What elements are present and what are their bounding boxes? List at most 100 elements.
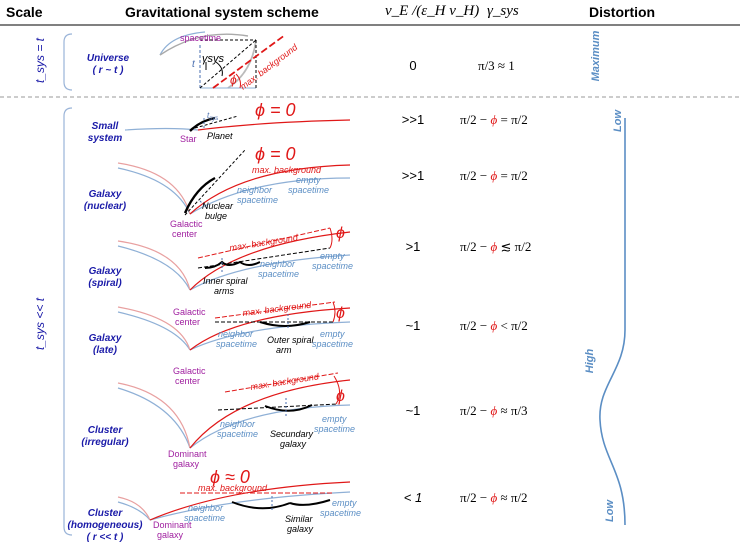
line1: Cluster [87,425,123,436]
gamma-cluster-homogeneous: π/2 − ϕ ≈ π/2 [460,490,528,506]
black-dash [217,403,339,411]
scheme-cluster-irregular: ϕ max. background neighbor spacetime emp… [117,371,355,469]
distortion-high: High [584,348,596,374]
line2: ( r ~ t ) [92,65,124,76]
gamma-pre: π/2 − [460,403,491,418]
bracket-label-bottom: t_sys << t [33,297,47,350]
right-blue [149,491,351,521]
bracket-bottom [63,107,73,536]
bracket-top [63,33,73,91]
left-blue [117,501,151,521]
row-label-galaxy-nuclear: Galaxy (nuclear) [75,189,135,213]
ratio-small-system: >>1 [401,112,425,127]
label-t: t [192,59,196,70]
label-neighbor-2: spacetime [258,269,299,279]
left-blue [117,245,191,291]
gamma-galaxy-nuclear: π/2 − ϕ = π/2 [460,168,528,184]
label-max-background: max. background [229,232,300,253]
phi-arc [333,375,340,405]
line1: Small [91,121,119,132]
label-spacetime: spacetime [180,33,221,43]
gamma-phi: ϕ [490,168,498,183]
line2: system [87,133,123,144]
row-label-small-system: Small system [75,121,135,145]
left-blue [117,387,191,449]
label-empty-1: empty [320,329,345,339]
label-neighbor-1: neighbor [220,419,256,429]
line3: ( r << t ) [86,532,124,543]
line1: Cluster [87,508,123,519]
label-arm-1: Outer spiral [267,335,315,345]
ratio-galaxy-nuclear: >>1 [401,168,425,183]
label-neighbor-1: neighbor [188,503,224,513]
gamma-pre: π/2 − [460,318,491,333]
gamma-post: ≈ π/3 [497,403,528,418]
similar-arc-2 [289,499,331,506]
label-bulge-2: bulge [205,211,227,221]
label-phi-eq-0: ϕ = 0 [255,144,296,164]
label-dom-1: Dominant [153,520,192,530]
left-red [117,496,151,521]
similar-arc [231,501,291,510]
line1: Universe [86,53,130,64]
label-empty-2: spacetime [320,508,361,518]
ratio-cluster-homogeneous: < 1 [403,490,423,505]
label-arms-2: arms [214,286,234,296]
right-blue [189,321,351,351]
left-red [117,382,191,449]
header-scheme: Gravitational system scheme [125,4,319,20]
line1: Galaxy [88,266,122,277]
label-empty-2: spacetime [312,261,353,271]
label-phi-eq-0: ϕ = 0 [255,100,296,120]
header-distortion: Distortion [589,4,656,20]
label-sim-2: galaxy [287,524,314,534]
ratio-universe: 0 [409,58,417,73]
gamma-phi: ϕ [490,112,498,127]
gamma-pre: π/3 ≈ 1 [478,58,515,73]
gamma-post: < π/2 [497,318,528,333]
line1: Galaxy [88,333,122,344]
header-ratio: v_E /(ε_H v_H) [385,3,480,19]
scheme-universe: spacetime γsys t ϕ max. background [159,31,300,92]
label-center-2: center [172,229,197,239]
label-empty-2: spacetime [288,185,329,195]
label-center-2: center [175,376,200,386]
right-blue [189,404,351,449]
distortion-maximum: Maximum [590,30,602,82]
phi-arc [329,227,333,249]
gamma-phi: ϕ [490,490,498,505]
right-red [149,481,351,521]
gamma-pre: π/2 − [460,168,491,183]
ratio-galaxy-spiral: >1 [405,239,421,254]
row-label-cluster-homogeneous: Cluster (homogeneous) ( r << t ) [60,508,150,544]
right-blue [189,254,351,291]
ratio-cluster-irregular: ~1 [405,403,421,418]
ratio-galaxy-late: ~1 [405,318,421,333]
right-blue [189,177,351,215]
header-gamma: γ_sys [487,3,519,19]
label-center-1: Galactic [170,219,203,229]
line2: (homogeneous) [67,520,143,531]
label-phi: ϕ [230,73,237,87]
distortion-curve [599,118,626,526]
label-center-2: center [175,317,200,327]
line2: (nuclear) [83,201,127,212]
bracket-label-top: t_sys = t [33,37,47,83]
gamma-post: ≈ π/2 [497,490,528,505]
right-red [189,164,351,215]
phi-arc [332,301,336,323]
gamma-galaxy-late: π/2 − ϕ < π/2 [460,318,528,334]
gamma-arc [215,61,223,77]
label-phi-approx-0: ϕ ≈ 0 [210,467,250,487]
row-label-cluster-irregular: Cluster (irregular) [75,425,135,449]
outer-arc [159,33,249,56]
label-empty-1: empty [332,498,357,508]
label-dom-2: galaxy [173,459,200,469]
spacetime-arc [159,31,206,56]
tsys-sub: sys [209,116,218,122]
left-blue [117,311,191,351]
label-bulge-1: Nuclear [202,201,234,211]
gamma-phi: ϕ [490,403,498,418]
scheme-galaxy-spiral: ϕ max. background neighbor spacetime emp… [117,225,353,327]
